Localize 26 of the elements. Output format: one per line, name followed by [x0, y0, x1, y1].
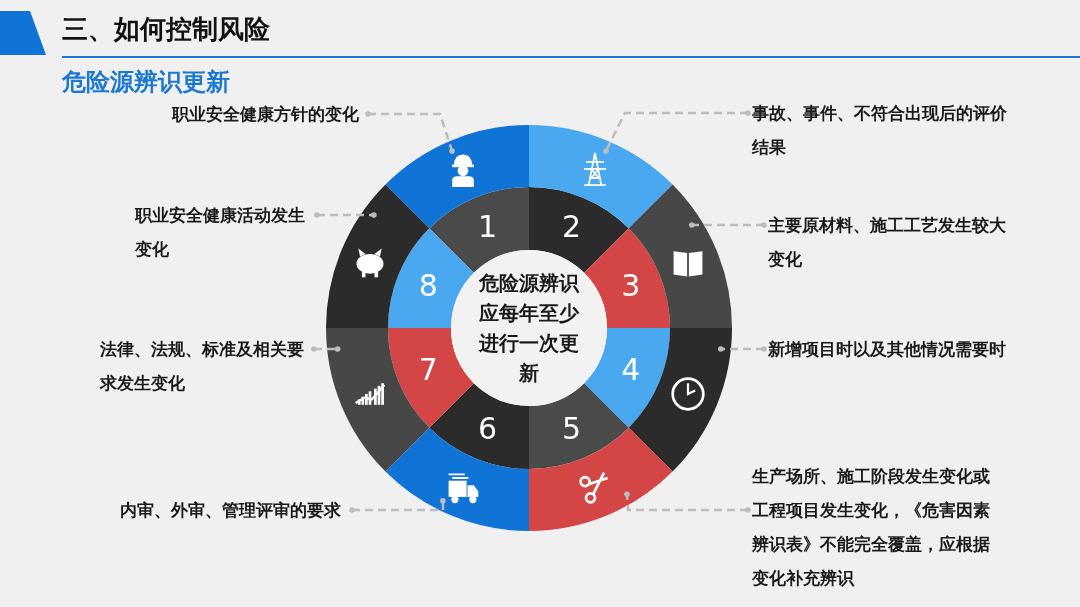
section-subtitle: 危险源辨识更新: [62, 67, 230, 98]
step-number: 4: [621, 353, 641, 386]
note-text: 职业安全健康方针的变化: [172, 97, 364, 131]
note-text: 法律、法规、标准及相关要求发生变化: [100, 332, 310, 400]
slide-title: 三、如何控制风险: [62, 13, 270, 46]
leader-line: [603, 110, 751, 154]
step-number: 7: [418, 353, 438, 386]
step-number: 6: [478, 413, 498, 446]
leader-line: [688, 222, 767, 228]
step-number: 5: [561, 413, 581, 446]
step-number: 8: [418, 270, 438, 303]
leader-line: [365, 111, 455, 154]
leader-line: [624, 491, 751, 513]
note-text: 主要原材料、施工工艺发生较大变化: [768, 208, 1013, 276]
leader-line: [349, 497, 446, 513]
note-text: 事故、事件、不符合出现后的评价结果: [752, 96, 1014, 164]
leader-line: [717, 346, 767, 352]
note-text: 职业安全健康活动发生变化: [135, 198, 313, 266]
note-text: 内审、外审、管理评审的要求: [120, 493, 348, 527]
step-number: 3: [621, 270, 641, 303]
note-text: 新增项目时以及其他情况需要时: [768, 332, 1048, 366]
step-number: 2: [561, 210, 581, 243]
leader-line: [314, 212, 377, 218]
leader-line: [311, 346, 341, 352]
note-text: 生产场所、施工阶段发生变化或工程项目发生变化，《危害因素辨识表》不能完全覆盖，应根据变化补充辨识: [752, 459, 997, 595]
step-number: 1: [478, 210, 498, 243]
